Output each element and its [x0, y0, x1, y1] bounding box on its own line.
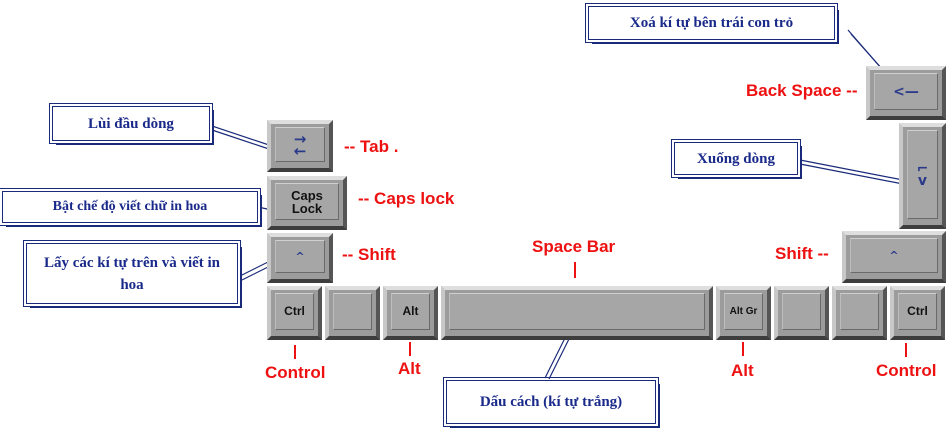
alt-left-key-label: Alt [402, 304, 419, 318]
callout-enter: Xuống dòng [671, 139, 801, 178]
space-bar-tick [574, 262, 576, 278]
alt-right-label: Alt [731, 361, 754, 380]
caps-lock-label: -- Caps lock [358, 189, 455, 208]
shift-right-arrow-icon: ^ [889, 249, 899, 262]
callout-tab: Lùi đầu dòng [49, 103, 213, 144]
alt-left-key: Alt [383, 286, 438, 340]
alt-gr-key: Alt Gr [716, 286, 771, 340]
tab-label: -- Tab . [344, 137, 399, 156]
control-left-label: Control [265, 363, 326, 382]
shift-left-key: ^ [267, 233, 333, 283]
back-space-key: <— [866, 66, 946, 120]
callout-caps-lock: Bật chế độ viết chữ in hoa [0, 188, 261, 226]
shift-arrow-icon: ^ [295, 250, 305, 263]
ctrl-right-key-label: Ctrl [907, 304, 928, 318]
tab-arrows-icon: →← [293, 129, 307, 160]
space-bar-key [441, 286, 713, 340]
windows-right-key [774, 286, 829, 340]
caps-lock-key-label: Caps Lock [291, 187, 323, 216]
ctrl-left-key: Ctrl [267, 286, 322, 340]
ctrl-right-key: Ctrl [890, 286, 945, 340]
shift-left-label: -- Shift [342, 245, 396, 264]
tab-key: →← [267, 120, 333, 172]
space-bar-label: Space Bar [532, 237, 616, 256]
enter-key: ⌐v [899, 123, 946, 229]
back-space-label: Back Space -- [746, 81, 858, 100]
alt-gr-key-label: Alt Gr [729, 306, 758, 317]
ctrl-left-key-label: Ctrl [284, 304, 305, 318]
connector-enter-2 [799, 163, 904, 185]
enter-arrow-icon: ⌐v [916, 160, 929, 189]
callout-space: Dấu cách (kí tự trắng) [443, 377, 659, 427]
alt-left-tick [409, 342, 411, 356]
shift-right-key: ^ [842, 231, 946, 283]
alt-right-tick [742, 342, 744, 356]
connector-enter [799, 159, 904, 181]
back-arrow-icon: <— [893, 83, 919, 100]
alt-left-label: Alt [398, 359, 421, 378]
callout-shift: Lấy các kí tự trên và viết in hoa [23, 240, 241, 307]
caps-lock-key: Caps Lock [267, 176, 347, 230]
connector-tab [211, 125, 273, 147]
callout-back-space: Xoá kí tự bên trái con trỏ [585, 3, 838, 43]
control-right-tick [905, 343, 907, 357]
menu-key [832, 286, 887, 340]
windows-left-key [325, 286, 380, 340]
control-right-label: Control [876, 361, 937, 380]
connector-tab-2 [211, 129, 273, 151]
shift-right-label: Shift -- [775, 244, 829, 263]
control-left-tick [294, 345, 296, 359]
